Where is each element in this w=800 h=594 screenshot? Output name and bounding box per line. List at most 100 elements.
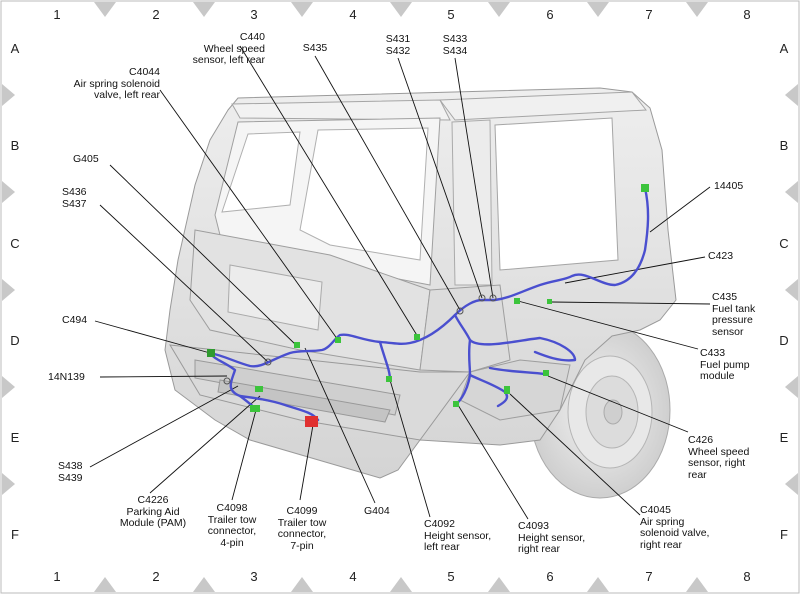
grid-marker-icon [94, 577, 116, 592]
grid-marker-icon [785, 376, 798, 398]
label-s435: S435 [302, 42, 328, 54]
connector-c4093-icon [453, 401, 459, 407]
column-label-bottom: 4 [349, 569, 357, 584]
row-label-right: D [779, 333, 789, 348]
label-c4044: C4044 Air spring solenoid valve, left re… [73, 66, 160, 101]
column-label-top: 2 [152, 7, 160, 22]
row-label-left: E [10, 430, 20, 445]
grid-marker-icon [785, 473, 798, 495]
splice-s431-icon [478, 294, 486, 302]
vehicle-body [164, 87, 677, 479]
connector-c4098-icon [250, 405, 260, 412]
label-c4045: C4045 Air spring solenoid valve, right r… [640, 504, 710, 551]
label-c440: C440 Wheel speed sensor, left rear [192, 31, 265, 66]
label-s436-s437: S436 S437 [62, 186, 87, 210]
row-label-left: A [10, 41, 20, 56]
grid-marker-icon [587, 2, 609, 17]
column-label-bottom: 7 [645, 569, 653, 584]
grid-marker-icon [390, 577, 412, 592]
column-label-top: 8 [743, 7, 751, 22]
grid-marker-icon [193, 2, 215, 17]
row-label-right: E [779, 430, 789, 445]
grid-marker-icon [785, 84, 798, 106]
row-label-left: D [10, 333, 20, 348]
grid-marker-icon [193, 577, 215, 592]
grid-marker-icon [2, 181, 15, 203]
column-label-bottom: 8 [743, 569, 751, 584]
grid-marker-icon [488, 577, 510, 592]
label-c4099: C4099 Trailer tow connector, 7-pin [277, 505, 327, 552]
label-c4098: C4098 Trailer tow connector, 4-pin [207, 502, 257, 549]
label-c423: C423 [708, 250, 734, 262]
row-label-right: A [779, 41, 789, 56]
connector-c4099-icon [305, 416, 318, 427]
label-s438-s439: S438 S439 [58, 460, 83, 484]
row-label-left: C [10, 236, 20, 251]
label-c4092: C4092 Height sensor, left rear [424, 518, 492, 553]
connector-c4044-icon [335, 337, 341, 343]
label-c4226: C4226 Parking Aid Module (PAM) [119, 494, 187, 529]
column-label-top: 1 [53, 7, 61, 22]
grid-marker-icon [2, 84, 15, 106]
label-c426: C426 Wheel speed sensor, right rear [688, 434, 750, 481]
connector-c4226-icon [255, 386, 263, 392]
connector-c440-icon [414, 334, 420, 340]
column-label-bottom: 3 [250, 569, 258, 584]
column-label-top: 5 [447, 7, 455, 22]
connector-c494-icon [207, 349, 215, 357]
grid-marker-icon [291, 577, 313, 592]
grid-marker-icon [2, 376, 15, 398]
grid-marker-icon [390, 2, 412, 17]
connector-c426-icon [543, 370, 549, 376]
grid-marker-icon [2, 473, 15, 495]
column-label-top: 4 [349, 7, 357, 22]
row-label-right: B [779, 138, 789, 153]
splice-s433-icon [489, 294, 497, 302]
column-label-bottom: 2 [152, 569, 160, 584]
wiring-harness [208, 186, 650, 422]
splice-s436-icon [264, 358, 272, 366]
grid-marker-icon [488, 2, 510, 17]
label-c494: C494 [62, 314, 88, 326]
column-label-top: 7 [645, 7, 653, 22]
column-label-bottom: 6 [546, 569, 554, 584]
label-14n139: 14N139 [48, 371, 85, 383]
grid-marker-icon [686, 2, 708, 17]
grid-marker-icon [785, 181, 798, 203]
grid-marker-icon [2, 279, 15, 301]
splice-s438-icon [223, 377, 231, 385]
label-c433: C433 Fuel pump module [700, 347, 750, 382]
row-label-left: F [11, 527, 19, 542]
grid-marker-icon [686, 577, 708, 592]
row-label-right: C [779, 236, 789, 251]
row-label-right: F [780, 527, 788, 542]
label-s433-s434: S433 S434 [442, 33, 468, 57]
column-label-bottom: 1 [53, 569, 61, 584]
label-s431-s432: S431 S432 [385, 33, 411, 57]
connector-c435-icon [547, 299, 552, 304]
rear-tire [529, 321, 671, 499]
label-g404: G404 [364, 505, 390, 517]
label-c4093: C4093 Height sensor, right rear [518, 520, 586, 555]
column-label-top: 6 [546, 7, 554, 22]
connectors [207, 184, 649, 427]
connector-c433-icon [514, 298, 520, 304]
column-label-top: 3 [250, 7, 258, 22]
label-g405: G405 [73, 153, 99, 165]
row-label-left: B [10, 138, 20, 153]
label-c435: C435 Fuel tank pressure sensor [712, 291, 756, 338]
connector-14405-icon [641, 184, 649, 192]
column-label-bottom: 5 [447, 569, 455, 584]
label-14405: 14405 [714, 180, 744, 192]
grid-marker-icon [94, 2, 116, 17]
connector-c4045-icon [504, 386, 510, 394]
splice-s435-icon [456, 307, 464, 315]
leader-lines [89, 45, 711, 520]
grid-marker-icon [785, 279, 798, 301]
grid-marker-icon [291, 2, 313, 17]
connector-c4092-icon [386, 376, 392, 382]
connector-g405-icon [294, 342, 300, 348]
